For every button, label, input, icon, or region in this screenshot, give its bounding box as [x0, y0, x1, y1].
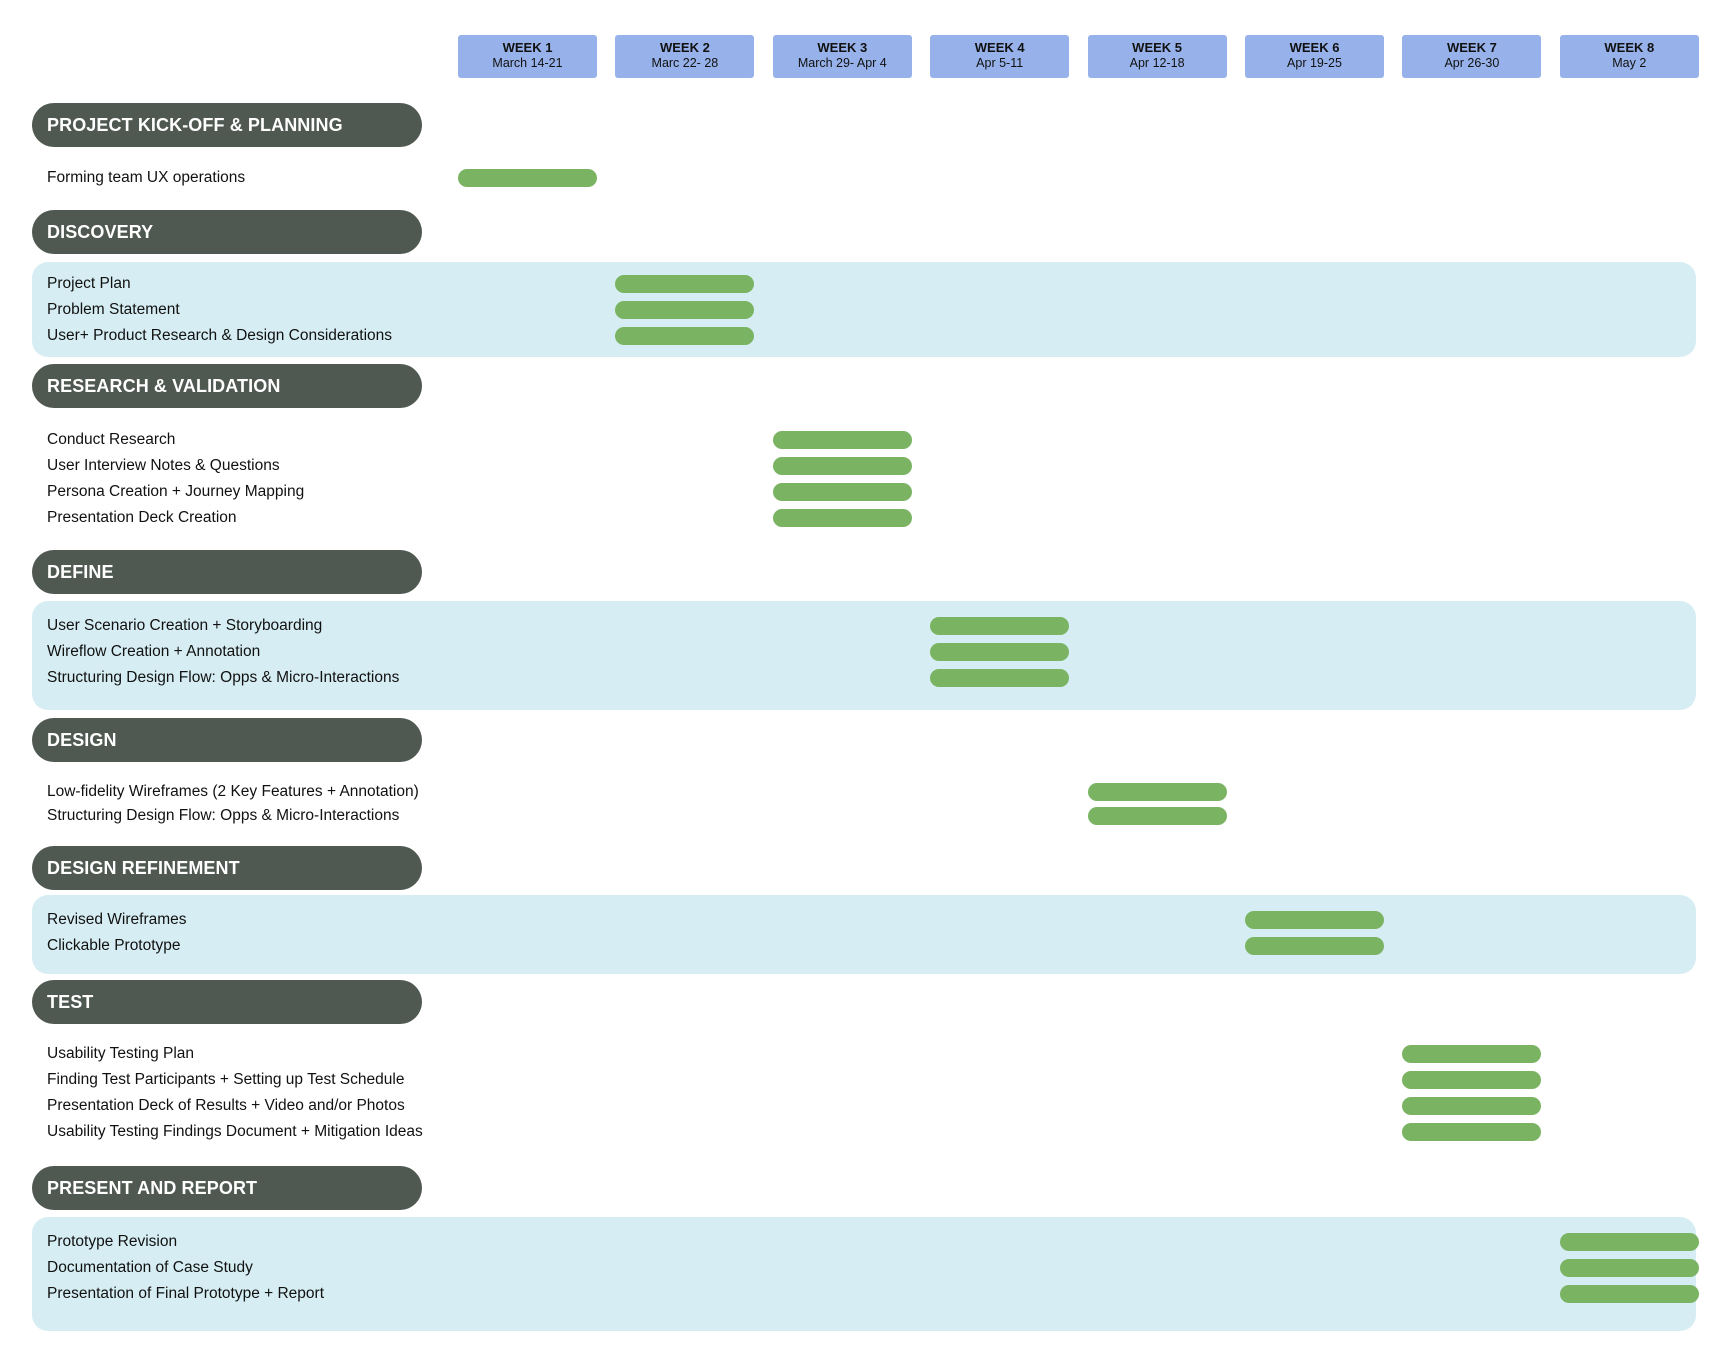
task-label: Wireflow Creation + Annotation: [47, 643, 261, 660]
task-bar: [1402, 1123, 1542, 1141]
task-bar: [458, 169, 597, 187]
section-title: DESIGN REFINEMENT: [32, 846, 422, 890]
task-bar: [772, 483, 912, 501]
week-label: WEEK 2: [659, 40, 710, 55]
task-label: Prototype Revision: [47, 1233, 178, 1250]
task-bar: [772, 431, 912, 449]
section-title: DISCOVERY: [32, 210, 422, 254]
task-bar: [1402, 1071, 1542, 1089]
week-label: WEEK 3: [817, 40, 868, 55]
section-band: [32, 262, 1696, 357]
week-dates: Marc 22- 28: [651, 56, 719, 70]
task-label: Structuring Design Flow: Opps & Micro-In…: [47, 669, 400, 686]
task-label: Usability Testing Findings Document + Mi…: [47, 1123, 423, 1140]
week-dates: March 29- Apr 4: [797, 56, 887, 70]
task-label: Problem Statement: [47, 301, 180, 318]
task-bar: [930, 669, 1070, 687]
week-dates: Apr 5-11: [976, 56, 1024, 70]
week-dates: May 2: [1612, 56, 1647, 70]
task-bar: [615, 301, 755, 319]
section-title: RESEARCH & VALIDATION: [32, 364, 422, 408]
task-label: Revised Wireframes: [47, 911, 187, 928]
week-label: WEEK 1: [502, 40, 553, 55]
task-bar: [930, 643, 1070, 661]
week-label: WEEK 7: [1446, 40, 1497, 55]
task-label: Clickable Prototype: [47, 937, 181, 954]
task-label: Finding Test Participants + Setting up T…: [47, 1071, 405, 1088]
week-label: WEEK 4: [974, 40, 1025, 55]
task-label: User+ Product Research & Design Consider…: [47, 327, 393, 344]
task-bar: [1402, 1045, 1542, 1063]
task-label: Structuring Design Flow: Opps & Micro-In…: [47, 806, 400, 824]
week-dates: Apr 26-30: [1444, 56, 1500, 70]
task-bar: [1087, 783, 1227, 801]
task-label: Presentation of Final Prototype + Report: [47, 1285, 325, 1302]
task-label: Presentation Deck Creation: [47, 509, 237, 526]
section-title: TEST: [32, 980, 422, 1024]
section-title: DESIGN: [32, 718, 422, 762]
task-bar: [1087, 806, 1227, 825]
task-bar: [1559, 1259, 1699, 1277]
section-title: PROJECT KICK-OFF & PLANNING: [32, 103, 422, 147]
task-bar: [615, 327, 755, 345]
section-band: [32, 895, 1696, 974]
week-dates: March 14-21: [492, 56, 563, 70]
week-label: WEEK 6: [1289, 40, 1340, 55]
task-bar: [1245, 911, 1384, 929]
task-bar: [1245, 937, 1384, 955]
task-label: User Interview Notes & Questions: [47, 457, 280, 474]
task-bar: [615, 275, 755, 293]
week-label: WEEK 8: [1604, 40, 1655, 55]
task-bar: [1402, 1097, 1542, 1115]
section-title: DEFINE: [32, 550, 422, 594]
section-band: [32, 1217, 1696, 1331]
section-title: PRESENT AND REPORT: [32, 1166, 422, 1210]
week-label: WEEK 5: [1132, 40, 1183, 55]
task-label: Documentation of Case Study: [47, 1259, 253, 1276]
task-label: User Scenario Creation + Storyboarding: [47, 617, 323, 634]
task-bar: [772, 457, 912, 475]
task-label: Low-fidelity Wireframes (2 Key Features …: [47, 783, 419, 800]
task-label: Presentation Deck of Results + Video and…: [47, 1097, 405, 1114]
week-dates: Apr 12-18: [1129, 56, 1185, 70]
task-bar: [1559, 1233, 1699, 1251]
week-dates: Apr 19-25: [1287, 56, 1342, 70]
task-label: Conduct Research: [47, 431, 176, 448]
task-label: Forming team UX operations: [47, 169, 246, 186]
task-bar: [772, 509, 912, 527]
task-label: Persona Creation + Journey Mapping: [47, 483, 305, 500]
task-bar: [930, 617, 1070, 635]
section-band: [32, 601, 1696, 710]
task-label: Project Plan: [47, 275, 131, 292]
task-bar: [1559, 1285, 1699, 1303]
task-label: Usability Testing Plan: [47, 1045, 195, 1062]
